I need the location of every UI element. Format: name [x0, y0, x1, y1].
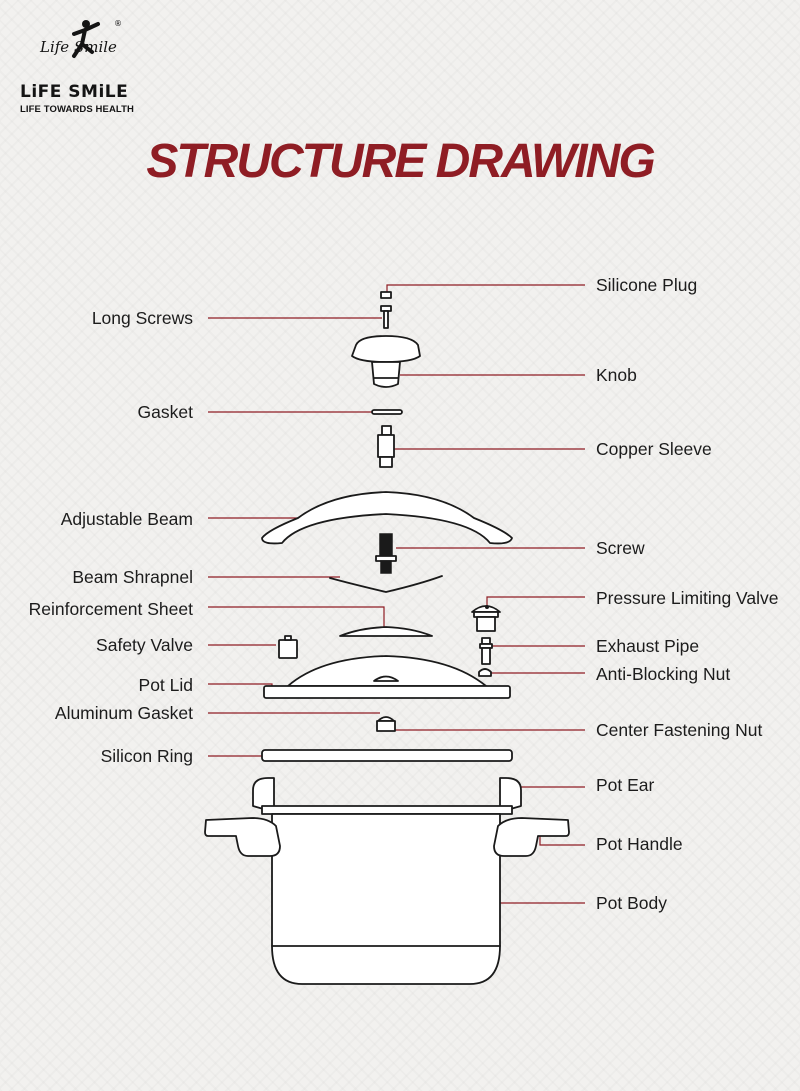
exhaust-pipe-part [479, 637, 493, 665]
safety-valve-part [278, 635, 298, 659]
label-knob: Knob [596, 365, 637, 385]
label-long-screws: Long Screws [91, 308, 193, 328]
label-aluminum-gasket: Aluminum Gasket [54, 703, 193, 723]
long-screw-part [380, 305, 392, 329]
label-copper-sleeve: Copper Sleeve [596, 439, 712, 459]
label-exhaust-pipe: Exhaust Pipe [596, 636, 700, 656]
label-gasket: Gasket [137, 402, 193, 422]
adjustable-beam-part [261, 491, 513, 545]
screw-part [375, 533, 397, 574]
label-silicon-ring: Silicon Ring [100, 746, 193, 766]
knob-part [351, 335, 421, 388]
brand-logo: Life Smile ® LiFE SMiLE LIFE TOWARDS HEA… [20, 16, 140, 115]
label-pot-handle: Pot Handle [596, 834, 683, 854]
label-reinforcement-sheet: Reinforcement Sheet [28, 599, 193, 619]
leader-lines-left [208, 317, 385, 757]
page-title: STRUCTURE DRAWING [146, 135, 655, 188]
center-fastening-nut-part [376, 716, 396, 732]
brand-tagline: LIFE TOWARDS HEALTH [20, 104, 134, 115]
registered-mark: ® [114, 19, 122, 28]
label-anti-blocking-nut: Anti-Blocking Nut [596, 664, 731, 684]
label-safety-valve: Safety Valve [96, 635, 193, 655]
label-pressure-limiting-valve: Pressure Limiting Valve [596, 588, 779, 608]
leader-silicone-plug [386, 284, 585, 292]
label-pot-lid: Pot Lid [138, 675, 193, 695]
pressure-limiting-valve-part [471, 605, 501, 632]
anti-blocking-nut-part [478, 668, 492, 677]
pot-lid-part [263, 655, 511, 699]
label-silicone-plug: Silicone Plug [596, 275, 698, 295]
label-pot-ear: Pot Ear [596, 775, 655, 795]
label-beam-shrapnel: Beam Shrapnel [72, 567, 193, 587]
gasket-part [371, 409, 403, 415]
label-adjustable-beam: Adjustable Beam [60, 509, 193, 529]
label-pot-body: Pot Body [596, 893, 668, 913]
silicon-ring-part [261, 749, 513, 762]
copper-sleeve-part [377, 425, 395, 468]
pot-body-part [204, 777, 570, 985]
leader-pot-lid [208, 683, 273, 692]
logo-mark: Life Smile ® [39, 19, 122, 58]
label-center-fastening-nut: Center Fastening Nut [596, 720, 763, 740]
silicone-plug-part [380, 291, 392, 299]
beam-shrapnel-part [329, 575, 443, 593]
reinforcement-sheet-part [339, 626, 433, 637]
label-screw: Screw [596, 538, 645, 558]
leader-pressure-limiting-valve [486, 596, 585, 610]
brand-name: LiFE SMiLE [20, 82, 129, 102]
leader-reinforcement-sheet [208, 606, 385, 628]
